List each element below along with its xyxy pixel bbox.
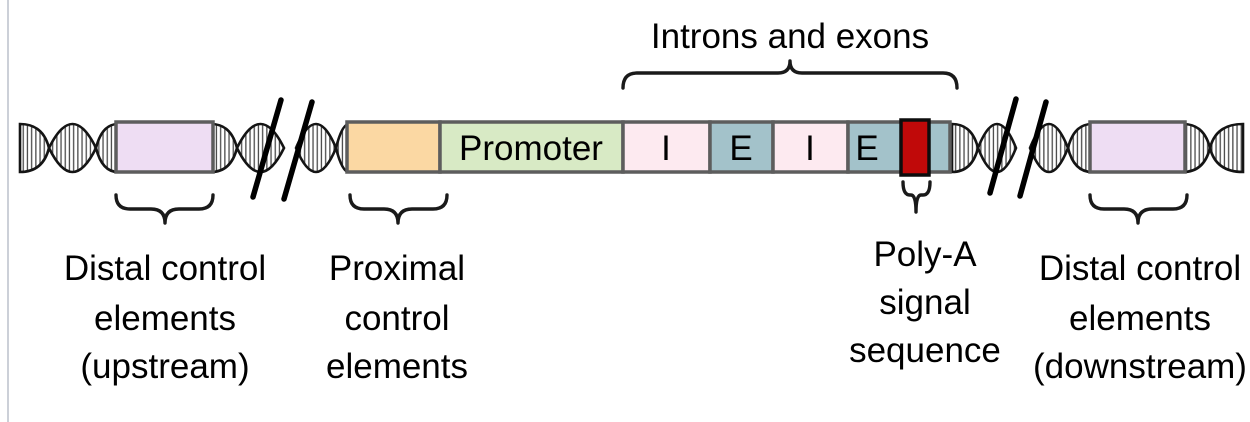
- distal-upstream-caption: Distal control elements (upstream): [64, 249, 266, 386]
- promoter-box: [438, 120, 625, 174]
- distal-upstream-line-1: Distal control: [64, 249, 266, 288]
- poly-a-line-1: Poly-A: [873, 235, 977, 274]
- break-slash: [250, 97, 284, 200]
- helix-lens: [209, 122, 239, 174]
- dna-helix-right-outer: [1181, 122, 1245, 174]
- intron-box-1: [621, 120, 712, 174]
- distal-downstream-box: [1088, 120, 1187, 174]
- helix-lens: [1181, 122, 1212, 174]
- proximal-line-3: elements: [326, 347, 468, 386]
- distal-upstream-line-3: (upstream): [80, 347, 249, 386]
- brace-distal-downstream: [1088, 193, 1189, 225]
- distal-downstream-line-3: (downstream): [1033, 347, 1247, 386]
- intron-letter-1: I: [661, 129, 671, 168]
- poly-a-caption: Poly-A signal sequence: [849, 235, 1001, 370]
- break-slash: [281, 99, 315, 202]
- proximal-line-1: Proximal: [329, 249, 465, 288]
- exon-letter-1: E: [729, 129, 752, 168]
- brace-proximal: [348, 193, 449, 225]
- helix-lens: [1208, 122, 1245, 174]
- intron-box-2: [771, 120, 850, 174]
- proximal-caption: Proximal control elements: [326, 249, 468, 386]
- distal-downstream-caption: Distal control elements (downstream): [1033, 249, 1247, 386]
- break-marks-left: [250, 97, 315, 202]
- proximal-control-box: [345, 120, 442, 174]
- introns-exons-label: Introns and exons: [651, 17, 929, 56]
- exon-letter-2: E: [855, 129, 878, 168]
- exon-box-2: [846, 120, 952, 174]
- distal-downstream-line-1: Distal control: [1039, 249, 1241, 288]
- poly-a-signal-box: [899, 118, 931, 177]
- poly-a-line-2: signal: [879, 283, 970, 322]
- exon-box-1: [708, 120, 775, 174]
- helix-lens: [1066, 122, 1094, 174]
- helix-lens: [94, 122, 120, 174]
- poly-a-line-3: sequence: [849, 331, 1001, 370]
- dna-helix-left-outer: [18, 122, 120, 174]
- helix-lens: [18, 122, 51, 174]
- distal-downstream-line-2: elements: [1069, 299, 1211, 338]
- brace-poly-a: [901, 180, 932, 214]
- pane-edge-line: [7, 0, 9, 422]
- dna-helix-right-inner: [1028, 122, 1094, 174]
- break-slash: [987, 96, 1019, 196]
- intron-letter-2: I: [805, 129, 815, 168]
- helix-lens: [47, 122, 98, 174]
- proximal-line-2: control: [344, 299, 449, 338]
- brace-introns-exons: [621, 59, 959, 90]
- distal-upstream-line-2: elements: [94, 299, 236, 338]
- break-marks-right: [987, 96, 1049, 199]
- helix-lens: [950, 122, 980, 174]
- break-slash: [1017, 99, 1049, 199]
- brace-distal-upstream: [114, 193, 215, 225]
- distal-upstream-box: [114, 120, 215, 174]
- promoter-label: Promoter: [459, 129, 603, 168]
